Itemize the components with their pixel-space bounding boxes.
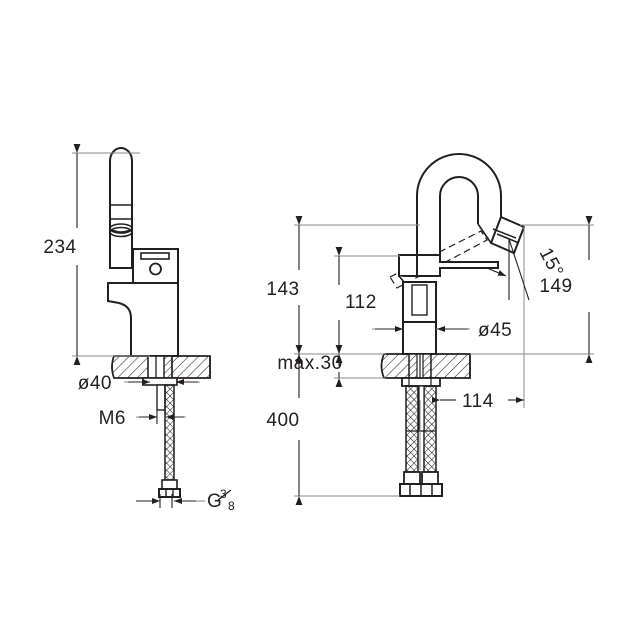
side-handle-phantom — [389, 230, 488, 289]
front-handle — [132, 248, 179, 284]
front-body — [107, 282, 179, 357]
side-spout — [416, 153, 526, 262]
front-spout — [109, 147, 133, 269]
side-view-group: 143 112 149 — [266, 153, 594, 505]
dimension-143: 143 — [266, 216, 420, 363]
dimension-149-label: 149 — [539, 276, 572, 297]
dimension-m6: M6 — [99, 408, 186, 429]
dimension-max30: max.30 — [277, 345, 386, 387]
dimension-400: 400 — [266, 345, 400, 505]
dimension-149: 149 — [470, 216, 594, 363]
side-cartridge — [402, 281, 437, 323]
dimension-g38: G 3 8 — [136, 487, 235, 513]
front-view-group: 234 ø40 M6 — [43, 144, 235, 513]
dimension-112: 112 — [334, 247, 400, 363]
dimension-d45: ø45 — [372, 320, 512, 341]
dimension-g38-numerator: 3 — [220, 487, 227, 501]
dimension-400-label: 400 — [266, 410, 299, 431]
dimension-114: 114 — [419, 250, 525, 470]
front-shank — [142, 355, 181, 498]
dimension-114-label: 114 — [462, 391, 494, 412]
dimension-d40: ø40 — [78, 373, 200, 394]
dimension-d40-label: ø40 — [78, 373, 112, 394]
side-shank — [401, 353, 441, 387]
dimension-m6-label: M6 — [99, 408, 126, 429]
dimension-g38-letter: G — [207, 491, 222, 512]
dimension-g38-denominator: 8 — [228, 499, 235, 513]
dimension-d45-label: ø45 — [478, 320, 512, 341]
dimension-234-label: 234 — [43, 237, 76, 258]
dimension-143-label: 143 — [266, 279, 299, 300]
dimension-112-label: 112 — [345, 292, 377, 313]
side-handle — [398, 254, 499, 283]
side-spout-outlet-rings — [492, 228, 517, 239]
dimension-max30-label: max.30 — [277, 353, 342, 374]
side-hoses — [399, 385, 443, 497]
front-spout-rings — [109, 204, 133, 238]
dimension-234: 234 — [43, 144, 150, 365]
